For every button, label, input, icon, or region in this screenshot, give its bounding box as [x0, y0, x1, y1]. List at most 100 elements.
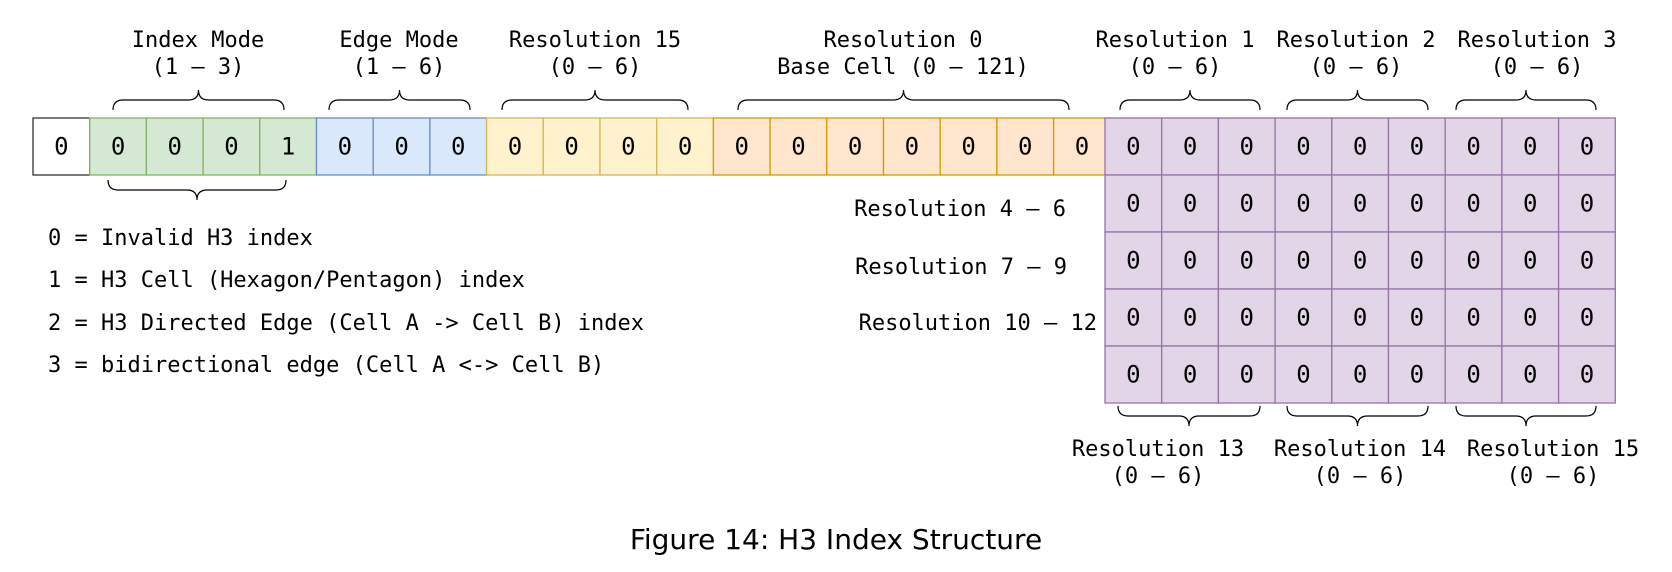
- index-mode-bit: 1: [259, 117, 318, 176]
- resolution-15-top-bit: 0: [599, 117, 658, 176]
- resolution-bit-value: 0: [1466, 133, 1480, 161]
- resolution-bit: 0: [1274, 345, 1333, 404]
- resolution-bit-value: 0: [1126, 190, 1140, 218]
- resolution-2-range: (0 – 6): [1310, 55, 1403, 80]
- reserved-bit-value: 0: [54, 133, 68, 161]
- resolution-bit: 0: [1161, 174, 1220, 233]
- resolution-bit-value: 0: [1410, 133, 1424, 161]
- resolution-bit-value: 0: [1466, 190, 1480, 218]
- resolution-bit: 0: [1217, 117, 1276, 176]
- resolution-bit: 0: [1331, 288, 1390, 347]
- resolution-bit-value: 0: [1353, 190, 1367, 218]
- resolution-3-range: (0 – 6): [1491, 55, 1584, 80]
- index-mode-bit-box: [145, 117, 204, 176]
- resolution-15-top-bit-box: [656, 117, 715, 176]
- resolution-15-bottom-label: Resolution 15: [1467, 437, 1639, 462]
- resolution-bit: 0: [1217, 345, 1276, 404]
- resolution-bit-value: 0: [1410, 361, 1424, 389]
- index-mode-lower-brace: [107, 179, 287, 201]
- resolution-bit: 0: [1501, 288, 1560, 347]
- resolution-bit-value: 0: [1296, 361, 1310, 389]
- resolution-bit-value: 0: [1353, 361, 1367, 389]
- resolution-15-top-bit-box: [599, 117, 658, 176]
- resolution-bit-box: [1161, 345, 1220, 404]
- resolution-bit: 0: [1161, 231, 1220, 290]
- resolution-bit-value: 0: [1523, 247, 1537, 275]
- index-mode-bit: 0: [145, 117, 204, 176]
- resolution-bit: 0: [1161, 117, 1220, 176]
- resolution-15-top-bit-value: 0: [564, 133, 578, 161]
- base-cell-bit: 0: [882, 117, 941, 176]
- resolution-bit-value: 0: [1126, 361, 1140, 389]
- resolution-bit-box: [1501, 345, 1560, 404]
- resolution-bit: 0: [1104, 117, 1163, 176]
- base-cell-bit-value: 0: [848, 133, 862, 161]
- resolution-bit-box: [1387, 117, 1446, 176]
- resolution-15-top-bit: 0: [485, 117, 544, 176]
- resolution-bit-box: [1501, 231, 1560, 290]
- resolution-bit: 0: [1104, 174, 1163, 233]
- resolution-bit-value: 0: [1240, 304, 1254, 332]
- resolution-bit: 0: [1274, 288, 1333, 347]
- base-cell-bit: 0: [712, 117, 771, 176]
- resolution-bit-value: 0: [1183, 304, 1197, 332]
- resolution-15-top-label: Resolution 15: [509, 28, 681, 53]
- resolution-bit: 0: [1331, 117, 1390, 176]
- resolution-bit: 0: [1104, 288, 1163, 347]
- index-mode-range: (1 – 3): [152, 55, 245, 80]
- resolution-bit-box: [1387, 288, 1446, 347]
- resolution-bit-value: 0: [1183, 133, 1197, 161]
- edge-mode-bit-value: 0: [451, 133, 465, 161]
- resolution-bit: 0: [1557, 174, 1616, 233]
- resolution-15-top-brace: [501, 89, 689, 111]
- resolution-bit-value: 0: [1296, 247, 1310, 275]
- resolution-14-brace: [1286, 405, 1429, 427]
- resolution-14-range: (0 – 6): [1314, 464, 1407, 489]
- resolution-bit: 0: [1331, 174, 1390, 233]
- resolution-bit-box: [1217, 117, 1276, 176]
- resolution-bit-box: [1387, 174, 1446, 233]
- legend-item: 2 = H3 Directed Edge (Cell A -> Cell B) …: [48, 311, 644, 336]
- legend-item: 1 = H3 Cell (Hexagon/Pentagon) index: [48, 268, 525, 293]
- resolution-1-range: (0 – 6): [1129, 55, 1222, 80]
- resolution-bit: 0: [1444, 288, 1503, 347]
- resolution-bit: 0: [1161, 345, 1220, 404]
- edge-mode-bit-value: 0: [394, 133, 408, 161]
- resolution-bit-value: 0: [1410, 304, 1424, 332]
- legend-item: 3 = bidirectional edge (Cell A <-> Cell …: [48, 353, 604, 378]
- resolution-bit: 0: [1217, 174, 1276, 233]
- edge-mode-bit: 0: [429, 117, 488, 176]
- row-label-resolution-7-9: Resolution 7 – 9: [855, 255, 1067, 280]
- resolution-bit-box: [1104, 117, 1163, 176]
- resolution-bit: 0: [1387, 231, 1446, 290]
- resolution-bit-value: 0: [1183, 190, 1197, 218]
- resolution-bit-value: 0: [1353, 133, 1367, 161]
- index-mode-bit: 0: [89, 117, 148, 176]
- resolution-15-top-range: (0 – 6): [549, 55, 642, 80]
- row-label-resolution-10-12: Resolution 10 – 12: [859, 311, 1097, 336]
- reserved-bit: 0: [32, 117, 91, 176]
- resolution-1-label: Resolution 1: [1096, 28, 1255, 53]
- resolution-bit: 0: [1387, 288, 1446, 347]
- base-cell-bit-value: 0: [905, 133, 919, 161]
- resolution-bit: 0: [1217, 231, 1276, 290]
- resolution-bit: 0: [1501, 174, 1560, 233]
- resolution-13-range: (0 – 6): [1112, 464, 1205, 489]
- resolution-bit: 0: [1501, 117, 1560, 176]
- resolution-bit: 0: [1331, 345, 1390, 404]
- legend-item: 0 = Invalid H3 index: [48, 226, 313, 251]
- resolution-bit-value: 0: [1296, 304, 1310, 332]
- resolution-bit: 0: [1274, 117, 1333, 176]
- resolution-bit-value: 0: [1240, 133, 1254, 161]
- resolution-bit-box: [1501, 117, 1560, 176]
- resolution-bit: 0: [1557, 345, 1616, 404]
- base-cell-bit-box: [939, 117, 998, 176]
- resolution-bit-value: 0: [1580, 304, 1594, 332]
- resolution-bit-value: 0: [1126, 247, 1140, 275]
- reserved-bit-box: [32, 117, 91, 176]
- base-cell-bit-value: 0: [1075, 133, 1089, 161]
- index-mode-bit: 0: [202, 117, 261, 176]
- resolution-bit-box: [1104, 345, 1163, 404]
- resolution-bit-box: [1217, 345, 1276, 404]
- resolution-bit-value: 0: [1296, 133, 1310, 161]
